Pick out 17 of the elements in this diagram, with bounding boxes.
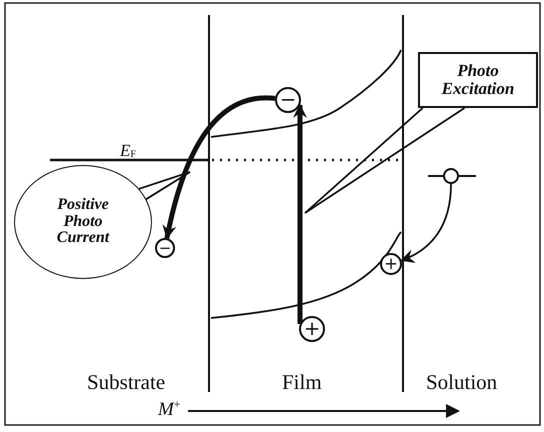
diagram-label: M$^{+}$ xyxy=(158,400,180,419)
callout-box xyxy=(418,52,538,108)
callout-text: Positive Photo Current xyxy=(56,196,110,248)
charge-circle: − xyxy=(275,87,301,113)
callout-text: Photo Excitation xyxy=(440,62,516,98)
diagram-label: Substrate xyxy=(87,372,166,393)
leader-line xyxy=(304,107,465,214)
diagram-label: Solution xyxy=(426,372,498,393)
diagram-label: Film xyxy=(282,372,322,393)
charge-circle: − xyxy=(155,238,175,258)
leader-line xyxy=(138,171,190,190)
diagram-label: E$_{F}$ xyxy=(120,142,136,160)
charge-circle: + xyxy=(380,253,402,275)
energy-level-circle xyxy=(443,168,459,184)
arrow xyxy=(293,104,307,324)
curved-arrow xyxy=(162,95,276,240)
charge-circle: + xyxy=(299,316,325,342)
